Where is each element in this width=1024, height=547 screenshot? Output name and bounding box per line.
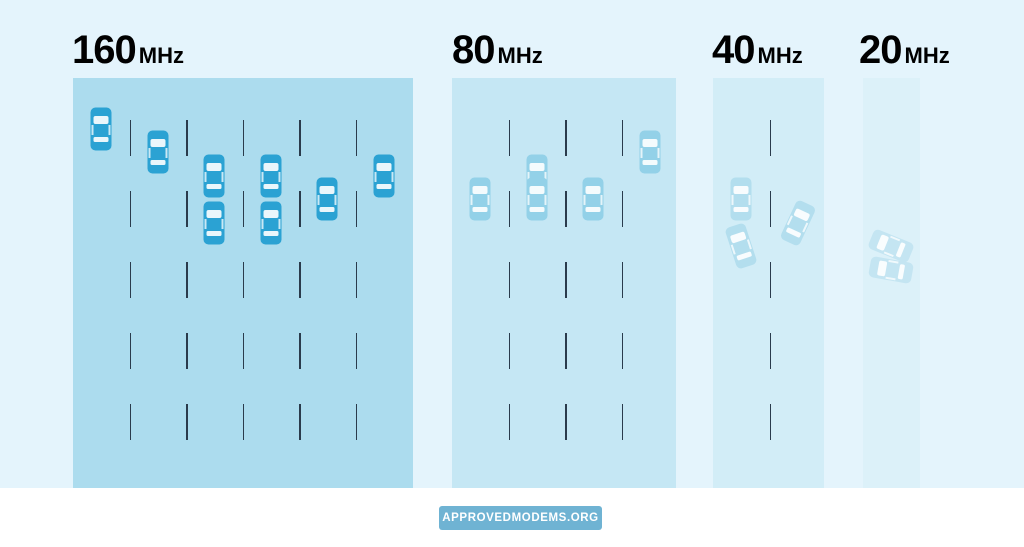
car-icon — [373, 154, 395, 198]
car-icon — [724, 222, 759, 271]
lane-divider-dash — [299, 191, 301, 227]
car-icon — [730, 177, 752, 221]
lane-divider-dash — [129, 262, 131, 298]
lane-divider-dash — [565, 404, 567, 440]
car-icon — [203, 201, 225, 245]
road-80mhz — [452, 78, 676, 488]
lane-divider-dash — [769, 333, 771, 369]
heading-160-value: 160 — [72, 28, 137, 72]
lane-divider-dash — [565, 120, 567, 156]
lane-divider-dash — [355, 120, 357, 156]
lane-divider-dash — [508, 191, 510, 227]
lane-divider-dash — [129, 120, 131, 156]
heading-40-value: 40 — [712, 28, 755, 72]
car-icon — [316, 177, 338, 221]
heading-80-value: 80 — [452, 28, 495, 72]
lane-divider-dash — [769, 404, 771, 440]
lane-divider-dash — [355, 191, 357, 227]
car-icon — [260, 154, 282, 198]
road-40mhz — [713, 78, 824, 488]
heading-80-unit: MHz — [497, 43, 543, 68]
car-icon — [203, 154, 225, 198]
lane-divider-dash — [769, 191, 771, 227]
lane-divider-dash — [242, 120, 244, 156]
lane-divider-dash — [621, 333, 623, 369]
lane-divider-dash — [355, 404, 357, 440]
lane-divider-dash — [242, 333, 244, 369]
car-icon — [868, 255, 915, 284]
lane-divider-dash — [508, 404, 510, 440]
heading-160-unit: MHz — [138, 43, 184, 68]
lane-divider-dash — [186, 262, 188, 298]
lane-divider-dash — [299, 262, 301, 298]
lane-divider-dash — [769, 262, 771, 298]
lane-divider-dash — [621, 262, 623, 298]
lane-divider-dash — [129, 333, 131, 369]
lane-divider-dash — [621, 404, 623, 440]
lane-divider-dash — [186, 191, 188, 227]
heading-40-unit: MHz — [757, 43, 803, 68]
road-160mhz — [73, 78, 413, 488]
lane-divider-dash — [355, 262, 357, 298]
lane-divider-dash — [129, 404, 131, 440]
lane-divider-dash — [508, 333, 510, 369]
lane-divider-dash — [186, 333, 188, 369]
lane-divider-dash — [621, 191, 623, 227]
lane-divider-dash — [769, 120, 771, 156]
lane-divider-dash — [565, 333, 567, 369]
car-icon — [260, 201, 282, 245]
lane-divider-dash — [565, 262, 567, 298]
lane-divider-dash — [299, 404, 301, 440]
lane-divider-dash — [355, 333, 357, 369]
lane-divider-dash — [129, 191, 131, 227]
car-icon — [639, 130, 661, 174]
road-20mhz — [863, 78, 920, 488]
car-icon — [147, 130, 169, 174]
lane-divider-dash — [186, 404, 188, 440]
lane-divider-dash — [242, 191, 244, 227]
car-icon — [778, 198, 817, 247]
heading-20-unit: MHz — [904, 43, 950, 68]
lane-divider-dash — [508, 262, 510, 298]
car-icon — [469, 177, 491, 221]
lane-divider-dash — [621, 120, 623, 156]
lane-divider-dash — [508, 120, 510, 156]
lane-divider-dash — [565, 191, 567, 227]
lane-divider-dash — [299, 333, 301, 369]
car-icon — [867, 228, 916, 265]
watermark-text: APPROVEDMODEMS.ORG — [442, 512, 599, 524]
car-icon — [90, 107, 112, 151]
heading-20-value: 20 — [859, 28, 902, 72]
lane-divider-dash — [242, 262, 244, 298]
lane-divider-dash — [299, 120, 301, 156]
watermark-badge: APPROVEDMODEMS.ORG — [439, 506, 602, 530]
lane-divider-dash — [242, 404, 244, 440]
car-icon — [526, 177, 548, 221]
car-icon — [582, 177, 604, 221]
lane-divider-dash — [186, 120, 188, 156]
